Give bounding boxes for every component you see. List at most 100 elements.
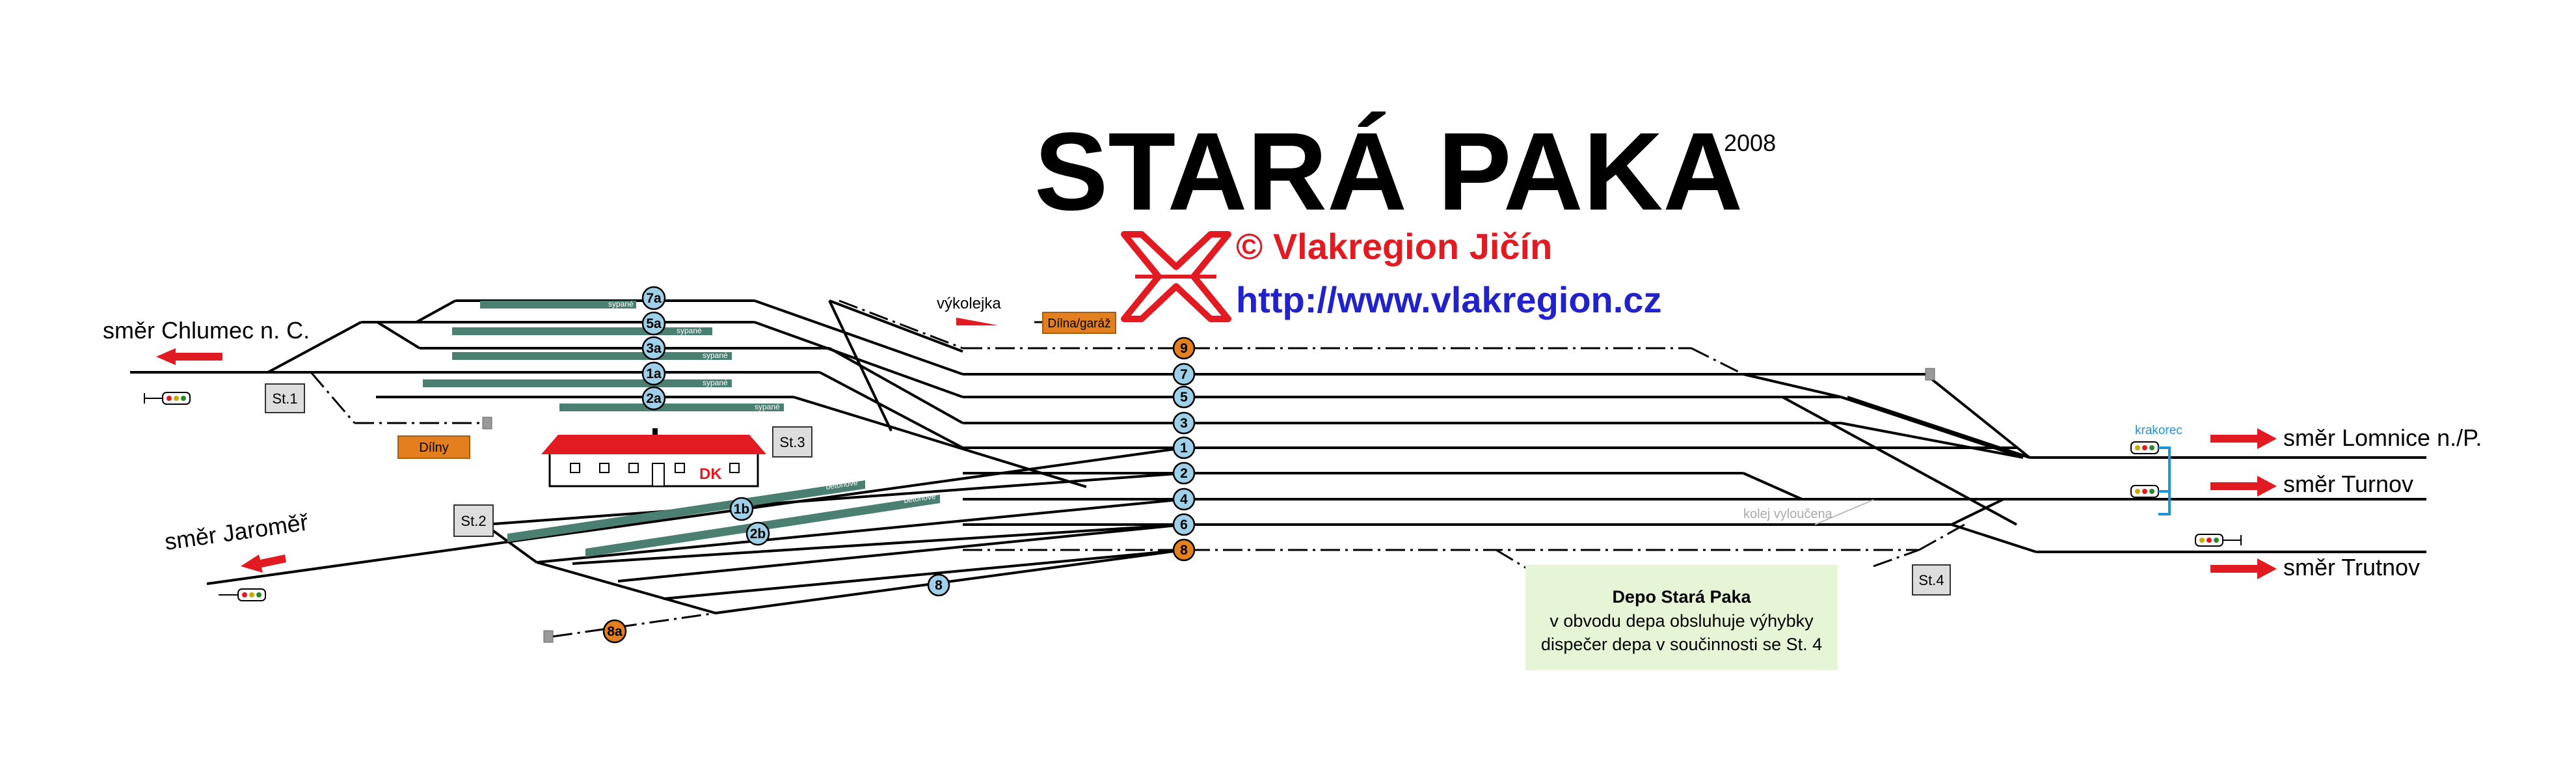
track-2b-label: 2b: [750, 527, 766, 541]
signal-lomnice-icon: [2130, 441, 2159, 454]
platform-1a: [423, 379, 732, 387]
track-2a-circle: [641, 386, 666, 411]
platform-2a: [559, 404, 784, 411]
copyright-text: © Vlakregion Jičín: [1236, 226, 1552, 267]
direction-jaromer: směr Jaroměř: [163, 508, 310, 555]
track-8-west-circle: [927, 573, 950, 597]
depot-title: Depo Stará Paka: [1612, 587, 1751, 607]
track-2-circle: [1172, 461, 1196, 485]
track-2b-circle: [745, 521, 770, 546]
derailer-icon: [956, 318, 999, 325]
station-building: DK: [541, 428, 766, 487]
arrow-lomnice-icon: [2210, 428, 2277, 449]
track-8-west-label: 8: [935, 578, 943, 593]
arrow-turnov-icon: [2210, 476, 2277, 497]
track-8-circle: [1172, 538, 1196, 562]
buffer-stop-depot: [482, 417, 492, 430]
arrow-jaromer-icon: [241, 555, 286, 573]
west-track-numbers: [641, 286, 666, 411]
arrow-chlumec-icon: [156, 348, 222, 365]
workshops-box: Dílny: [397, 435, 470, 459]
track-4-circle: [1172, 487, 1196, 511]
depot-line2: dispečer depa v součinnosti se St. 4: [1541, 635, 1822, 654]
svg-text:St.4: St.4: [1918, 572, 1944, 588]
track-5a-circle: [641, 311, 666, 336]
derailer-label: výkolejka: [937, 295, 1001, 312]
direction-lomnice: směr Lomnice n./P.: [2283, 424, 2482, 451]
track-3a-label: 3a: [646, 341, 662, 356]
signal-jaromer-icon: [219, 588, 266, 601]
dashed-tracks: [310, 299, 1965, 638]
track-5a-label: 5a: [646, 316, 662, 331]
south-track-numbers: [602, 497, 950, 644]
platform-1b-label: betonové: [825, 478, 858, 491]
direction-chlumec: směr Chlumec n. C.: [103, 317, 310, 344]
excluded-track-label: kolej vyloučena: [1743, 507, 1833, 521]
direction-turnov: směr Turnov: [2283, 471, 2413, 497]
platform-7a: [480, 301, 636, 308]
platform-1a-label: sypané: [703, 378, 728, 387]
post-st2: St.2: [453, 504, 494, 537]
track-7a-label: 7a: [646, 291, 662, 306]
track-8a-label: 8a: [607, 624, 623, 639]
platform-2b-label: betonové: [903, 491, 936, 505]
track-1a-label: 1a: [646, 366, 662, 381]
arrow-trutnov-icon: [2210, 558, 2277, 579]
garage-box: Dílna/garáž: [1042, 312, 1116, 334]
depot-info-box: Depo Stará Paka v obvodu depa obsluhuje …: [1525, 565, 1838, 670]
track-6-circle: [1172, 513, 1196, 536]
svg-text:St.1: St.1: [272, 390, 297, 407]
depot-line1: v obvodu depa obsluhuje výhybky: [1550, 611, 1814, 631]
direction-trutnov: směr Trutnov: [2283, 554, 2420, 581]
track-5-circle: [1172, 385, 1196, 409]
track-1b-label: 1b: [734, 502, 750, 517]
track-7-label: 7: [1180, 367, 1188, 382]
platform-3a: [452, 352, 732, 360]
track-9-label: 9: [1180, 341, 1188, 356]
platform-3a-label: sypané: [703, 351, 728, 360]
cantilever-label: krakorec: [2135, 424, 2182, 437]
post-st3: St.3: [772, 426, 812, 458]
cantilever-bracket: [2158, 446, 2171, 515]
track-1-label: 1: [1180, 441, 1188, 456]
track-8a-circle: [602, 619, 627, 644]
track-2-label: 2: [1180, 466, 1188, 481]
signal-chlumec-icon: [144, 392, 191, 405]
track-1b-circle: [729, 497, 754, 521]
post-st1: St.1: [265, 383, 305, 413]
signal-trutnov-icon: [2195, 534, 2242, 547]
buffer-stop-east: [1925, 368, 1935, 381]
signal-turnov-icon: [2130, 485, 2159, 498]
track-5-label: 5: [1180, 390, 1188, 405]
track-4-label: 4: [1180, 492, 1188, 507]
platform-5a: [452, 327, 712, 335]
track-1-circle: [1172, 436, 1196, 459]
station-title: STARÁ PAKA: [1034, 110, 1743, 234]
track-3-label: 3: [1180, 416, 1188, 431]
post-st4: St.4: [1912, 564, 1951, 596]
station-building-label: DK: [699, 465, 722, 483]
track-8-label: 8: [1180, 543, 1188, 558]
buffer-stop-8a: [543, 630, 554, 643]
svg-text:Dílna/garáž: Dílna/garáž: [1047, 317, 1110, 331]
website-url[interactable]: http://www.vlakregion.cz: [1236, 279, 1661, 320]
svg-text:St.3: St.3: [779, 434, 805, 450]
track-1a-circle: [641, 361, 666, 386]
track-3a-circle: [641, 336, 666, 361]
track-2a-label: 2a: [646, 391, 662, 406]
platform-5a-label: sypané: [677, 326, 702, 335]
platform-2a-label: sypané: [755, 402, 780, 411]
track-7-circle: [1172, 363, 1196, 386]
track-9-circle: [1172, 336, 1196, 360]
track-7a-circle: [641, 286, 666, 310]
svg-text:St.2: St.2: [461, 513, 486, 529]
track-6-label: 6: [1180, 517, 1188, 532]
vlakregion-logo-icon: [1121, 231, 1231, 322]
station-track-numbers: [1172, 336, 1196, 562]
tracks: [130, 299, 2426, 614]
title-year: 2008: [1724, 130, 1776, 156]
platform-7a-label: sypané: [608, 299, 634, 308]
track-3-circle: [1172, 411, 1196, 435]
platform-1b: [507, 480, 865, 542]
